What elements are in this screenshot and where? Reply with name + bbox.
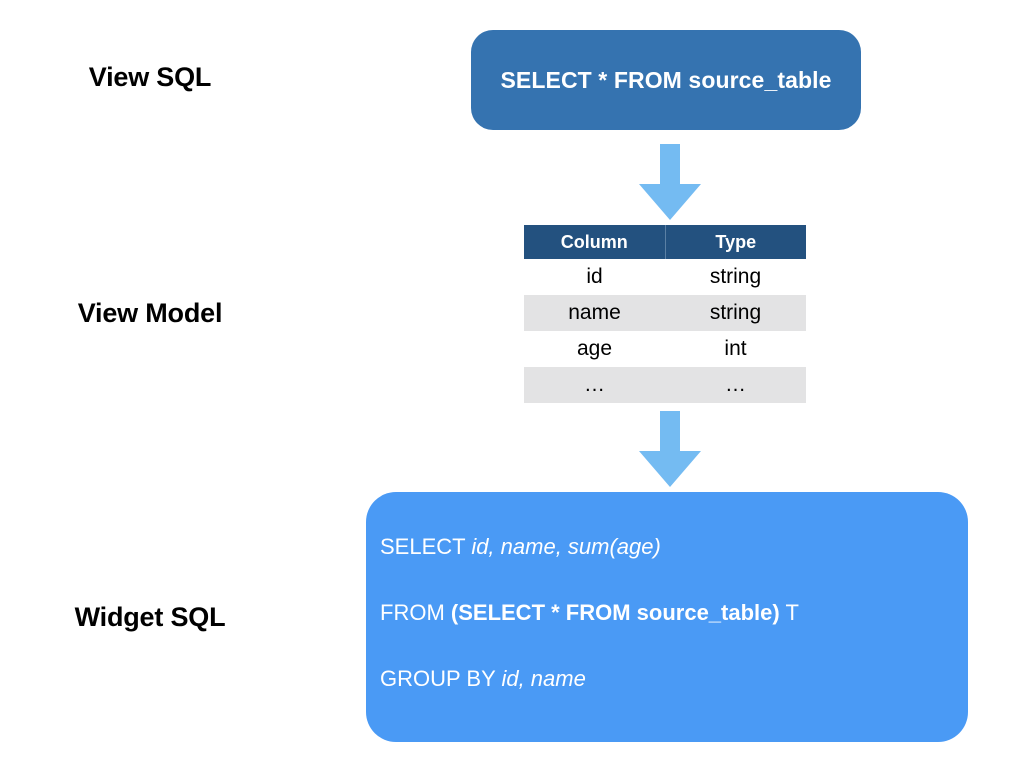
- view-sql-box: SELECT * FROM source_table: [471, 30, 861, 130]
- arrow-down-icon: [639, 411, 701, 487]
- widget-sql-fragment-0-1: id, name, sum(age): [471, 534, 661, 559]
- arrow-down-icon: [639, 144, 701, 220]
- widget-sql-fragment-0-0: SELECT: [380, 534, 472, 559]
- widget-sql-line: GROUP BY id, name: [380, 668, 968, 690]
- table-header-column: Column: [524, 225, 666, 259]
- cell-type: string: [665, 259, 806, 295]
- cell-column: age: [524, 331, 665, 367]
- table-header-type: Type: [665, 225, 806, 259]
- widget-sql-line: FROM (SELECT * FROM source_table) T: [380, 602, 968, 624]
- cell-column: name: [524, 295, 665, 331]
- cell-column: id: [524, 259, 665, 295]
- table-row: … …: [524, 367, 806, 403]
- widget-sql-fragment-1-1: (SELECT * FROM source_table): [450, 600, 780, 625]
- table-row: id string: [524, 259, 806, 295]
- table-row: age int: [524, 331, 806, 367]
- widget-sql-fragment-1-2: T: [779, 600, 799, 625]
- widget-sql-fragment-1-0: FROM: [380, 600, 451, 625]
- cell-type: int: [665, 331, 806, 367]
- table-header-row: Column Type: [524, 225, 806, 259]
- table-row: name string: [524, 295, 806, 331]
- row-label-view-model: View Model: [77, 298, 223, 328]
- cell-type: …: [665, 367, 806, 403]
- cell-type: string: [665, 295, 806, 331]
- view-model-table: Column Type id string name string age in…: [524, 225, 806, 403]
- row-label-widget-sql: Widget SQL: [74, 602, 226, 632]
- widget-sql-box: SELECT id, name, sum(age) FROM (SELECT *…: [366, 492, 968, 742]
- cell-column: …: [524, 367, 665, 403]
- widget-sql-fragment-2-0: GROUP BY: [380, 666, 502, 691]
- view-sql-query-text: SELECT * FROM source_table: [500, 66, 832, 93]
- widget-sql-line: SELECT id, name, sum(age): [380, 536, 968, 558]
- row-label-view-sql: View SQL: [88, 62, 212, 92]
- widget-sql-fragment-2-1: id, name: [501, 666, 586, 691]
